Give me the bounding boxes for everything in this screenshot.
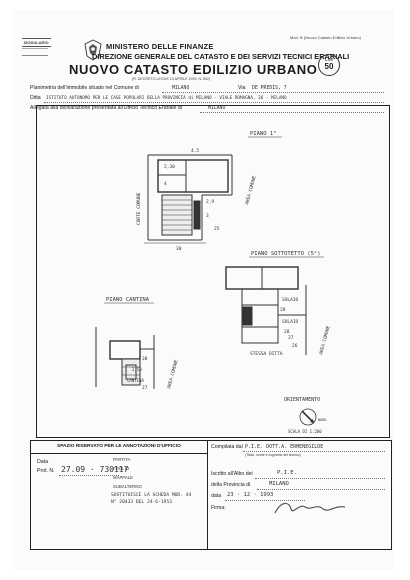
- lire-stamp: Lire 50: [318, 54, 340, 76]
- iscritto-value: P.I.E.: [277, 470, 297, 476]
- provincia-label: della Provincia di: [211, 482, 251, 488]
- dim-p1-d: 2,9: [206, 199, 214, 205]
- prot-label: Prot. N.: [37, 468, 55, 474]
- ministry-title: MINISTERO DELLE FINANZE: [106, 42, 214, 51]
- piano-1-plan: [144, 154, 233, 244]
- ditta-value: ISTITUTO AUTONOMO PER LE CASE POPOLARI D…: [46, 96, 287, 101]
- annotations-header-line: [31, 453, 207, 454]
- cantina-label: CANTINA: [127, 378, 144, 383]
- plan-frame: [36, 105, 390, 438]
- piano-cantina-label: PIANO CANTINA: [106, 297, 150, 303]
- prot-dotline: [59, 475, 119, 476]
- dim-ca-c: 27: [142, 385, 148, 391]
- dim-p1-a: 4,5: [191, 148, 199, 154]
- iscritto-label: Iscritto all'Albo dei: [211, 471, 253, 477]
- solaio-label-1: SOLAIO: [282, 297, 299, 303]
- provincia-dotline: [257, 489, 385, 490]
- compilata-value: P.I.E. DOTT.A. ERMENEGILDE: [245, 444, 324, 450]
- data-label: Data: [37, 459, 48, 465]
- via-value: DE PREDIS, 7: [252, 86, 287, 91]
- planimetria-line: Planimetria dell'immobile situato nel Co…: [30, 85, 139, 91]
- scale-label: SCALA DI 1:200: [288, 429, 322, 434]
- annotations-box: SPAZIO RISERVATO PER LE ANNOTAZIONI D'UF…: [30, 440, 392, 550]
- state-emblem-icon: [84, 39, 102, 61]
- area-comune-label-3: AREA COMUNE: [166, 359, 180, 390]
- document-title: NUOVO CATASTO EDILIZIO URBANO: [69, 62, 318, 77]
- dim-ca-a: 38: [142, 356, 148, 362]
- floor-plans-drawing: PIANO 1° AREA COMUNE CORTE COMUNE 4,5 2,…: [95, 131, 332, 434]
- orientation-label: ORIENTAMENTO: [284, 397, 320, 403]
- side-label-subalterno: SUBALTERNO: [113, 484, 142, 489]
- compilata-note: (Titolo, nome e cognome del tecnico): [245, 453, 301, 457]
- dim-st-c: 27: [288, 335, 294, 341]
- compilata-dotline: [243, 451, 385, 452]
- dim-st-a: 28: [280, 307, 286, 313]
- directorate-title: DIREZIONE GENERALE DEL CATASTO E DEI SER…: [92, 52, 350, 61]
- stessa-ditta-label: STESSA DITTA: [250, 351, 283, 357]
- note-line-1: SOSTITUISCE LA SCHEDA MOD. 44: [111, 493, 192, 498]
- via-label: Via: [238, 85, 246, 91]
- comune-value: MILANO: [172, 86, 190, 91]
- dim-st-b: 28: [284, 329, 290, 335]
- corte-comune-label-1: CORTE COMUNE: [136, 192, 142, 225]
- corner-stamp: MODULARIO: [22, 38, 51, 47]
- corner-stamp-lines: [22, 48, 48, 56]
- annotations-divider: [207, 441, 208, 549]
- subtitle-note: (R. DECRETO-LEGGE 13 APRILE 1939, N. 652…: [132, 77, 211, 81]
- piano-sottotetto-label: PIANO SOTTOTETTO (5°): [251, 251, 321, 257]
- firma-label: Firma:: [211, 505, 226, 511]
- prot-value: 27.09 · 730117: [61, 465, 129, 474]
- provincia-value: MILANO: [269, 481, 289, 487]
- iscritto-dotline: [255, 478, 385, 479]
- orientation-nord: NORD: [318, 418, 326, 422]
- planimetria-label: Planimetria dell'immobile situato nel Co…: [30, 85, 139, 91]
- data-right-dotline: [225, 500, 305, 501]
- dim-st-d: 26: [292, 343, 298, 349]
- dim-p1-f: 30: [176, 246, 182, 252]
- dim-ca-b: 2,50: [132, 367, 142, 372]
- compass-icon: [299, 408, 317, 426]
- dim-p1-g: 25: [214, 226, 220, 232]
- dim-p1-c: 4: [164, 181, 167, 187]
- document-sheet: MODULARIO Mod. B (Nuovo Catasto Edilizio…: [12, 10, 394, 570]
- side-label-partita: PARTITA: [113, 457, 131, 462]
- compilata-label: Compilata dal: [211, 444, 243, 450]
- ditta-label: Ditta: [30, 95, 41, 101]
- dim-p1-e: 3: [206, 213, 209, 219]
- annotations-header: SPAZIO RISERVATO PER LE ANNOTAZIONI D'UF…: [57, 444, 181, 449]
- planimetria-dotline: [162, 92, 384, 93]
- piano-1-label: PIANO 1°: [250, 131, 277, 137]
- side-label-mappale: MAPPALE: [113, 475, 133, 480]
- area-comune-label-2: AREA COMUNE: [318, 325, 332, 356]
- data-right-label: data: [211, 493, 222, 499]
- area-comune-label-1: AREA COMUNE: [244, 175, 258, 206]
- allegata-value: MILANO: [208, 106, 226, 111]
- signature-image: [274, 502, 346, 514]
- top-right-note: Mod. B (Nuovo Catasto Edilizio Urbano): [290, 35, 361, 40]
- ditta-dotline: [44, 102, 384, 103]
- piano-sottotetto-plan: [225, 266, 307, 355]
- data-right-value: 23 · 12 · 1993: [227, 492, 274, 498]
- solaio-label-2: SOLAIO: [282, 319, 299, 325]
- lire-value: 50: [324, 62, 334, 71]
- allegata-dotline: [200, 112, 384, 113]
- lire-label: Lire: [324, 57, 334, 63]
- side-label-foglio: FOGLIO: [113, 466, 130, 471]
- allegata-label: Allegata alla dichiarazione presentata a…: [30, 105, 182, 111]
- piano-cantina-plan: [95, 327, 155, 389]
- note-line-2: N° 20433 DEL 24·6·1953: [111, 500, 172, 505]
- dim-p1-b: 2,30: [164, 164, 175, 170]
